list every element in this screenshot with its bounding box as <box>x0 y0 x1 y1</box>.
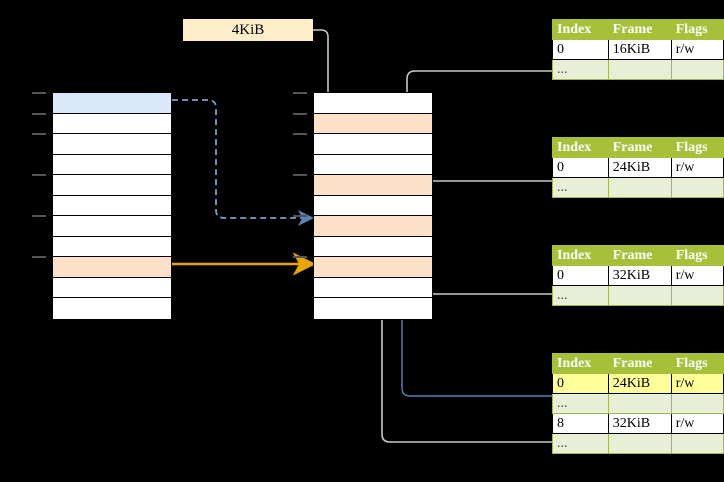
table-cell-frm: 16KiB <box>607 39 672 60</box>
table-cell-frm <box>607 177 672 198</box>
table-cell-idx: ... <box>552 433 609 454</box>
table-cell-flg <box>670 177 724 198</box>
table-cell-frm <box>607 393 672 414</box>
table-cell-flg: r/w <box>670 39 724 60</box>
column-header-flags: Flags <box>670 19 724 40</box>
column-header-frame: Frame <box>607 19 672 40</box>
memory-cell <box>53 236 171 257</box>
memory-cell <box>53 175 171 196</box>
memory-cell <box>314 236 432 257</box>
table-row: ... <box>552 433 724 454</box>
column-header-index: Index <box>552 353 609 374</box>
tick-mark <box>293 113 307 115</box>
table-cell-flg <box>670 433 724 454</box>
tick-mark <box>32 256 46 258</box>
column-header-flags: Flags <box>670 353 724 374</box>
column-header-index: Index <box>552 245 609 266</box>
tick-mark <box>293 256 307 258</box>
tick-mark <box>293 174 307 176</box>
table-cell-frm <box>607 433 672 454</box>
memory-cell <box>53 257 171 278</box>
column-header-flags: Flags <box>670 245 724 266</box>
table-cell-idx: ... <box>552 177 609 198</box>
table-cell-idx: ... <box>552 285 609 306</box>
table-cell-flg <box>670 59 724 80</box>
size-label: 4KiB <box>183 19 313 41</box>
table-cell-frm: 32KiB <box>607 265 672 286</box>
column-header-index: Index <box>552 19 609 40</box>
tick-mark <box>32 92 46 94</box>
memory-cell <box>314 257 432 278</box>
table-cell-frm <box>607 285 672 306</box>
memory-cell <box>314 113 432 134</box>
table-cell-flg <box>670 285 724 306</box>
memory-cell <box>53 195 171 216</box>
column-header-index: Index <box>552 137 609 158</box>
memory-cell <box>314 154 432 175</box>
memory-cell <box>53 113 171 134</box>
tick-mark <box>293 92 307 94</box>
table-cell-idx: 0 <box>552 373 609 394</box>
table-cell-flg: r/w <box>670 413 724 434</box>
memory-cell <box>314 298 432 319</box>
table-cell-idx: ... <box>552 393 609 414</box>
memory-cell <box>314 216 432 237</box>
memory-cell <box>314 93 432 114</box>
virtual-address-column <box>52 92 172 320</box>
table-cell-idx: 0 <box>552 39 609 60</box>
column-header-frame: Frame <box>607 245 672 266</box>
table-cell-frm: 32KiB <box>607 413 672 434</box>
tick-mark <box>293 215 307 217</box>
column-header-frame: Frame <box>607 137 672 158</box>
table-cell-frm: 24KiB <box>607 157 672 178</box>
memory-cell <box>53 134 171 155</box>
table-cell-frm: 24KiB <box>607 373 672 394</box>
tick-mark <box>293 133 307 135</box>
memory-cell <box>53 277 171 298</box>
table-cell-idx: 8 <box>552 413 609 434</box>
memory-cell <box>53 93 171 114</box>
memory-cell <box>53 154 171 175</box>
table-row: ... <box>552 285 724 306</box>
memory-cell <box>53 216 171 237</box>
table-row: ... <box>552 177 724 198</box>
tick-mark <box>32 215 46 217</box>
table-cell-flg: r/w <box>670 157 724 178</box>
tick-mark <box>32 133 46 135</box>
tick-mark <box>32 113 46 115</box>
memory-cell <box>314 134 432 155</box>
column-header-frame: Frame <box>607 353 672 374</box>
table-row: ... <box>552 59 724 80</box>
table-row: ... <box>552 393 724 414</box>
table-cell-idx: 0 <box>552 265 609 286</box>
column-header-flags: Flags <box>670 137 724 158</box>
table-cell-flg: r/w <box>670 265 724 286</box>
physical-memory-column <box>313 92 433 320</box>
tick-mark <box>32 174 46 176</box>
table-cell-flg: r/w <box>670 373 724 394</box>
table-cell-idx: 0 <box>552 157 609 178</box>
memory-cell <box>314 277 432 298</box>
memory-cell <box>314 195 432 216</box>
memory-cell <box>314 175 432 196</box>
memory-cell <box>53 298 171 319</box>
table-cell-idx: ... <box>552 59 609 80</box>
table-cell-frm <box>607 59 672 80</box>
table-cell-flg <box>670 393 724 414</box>
